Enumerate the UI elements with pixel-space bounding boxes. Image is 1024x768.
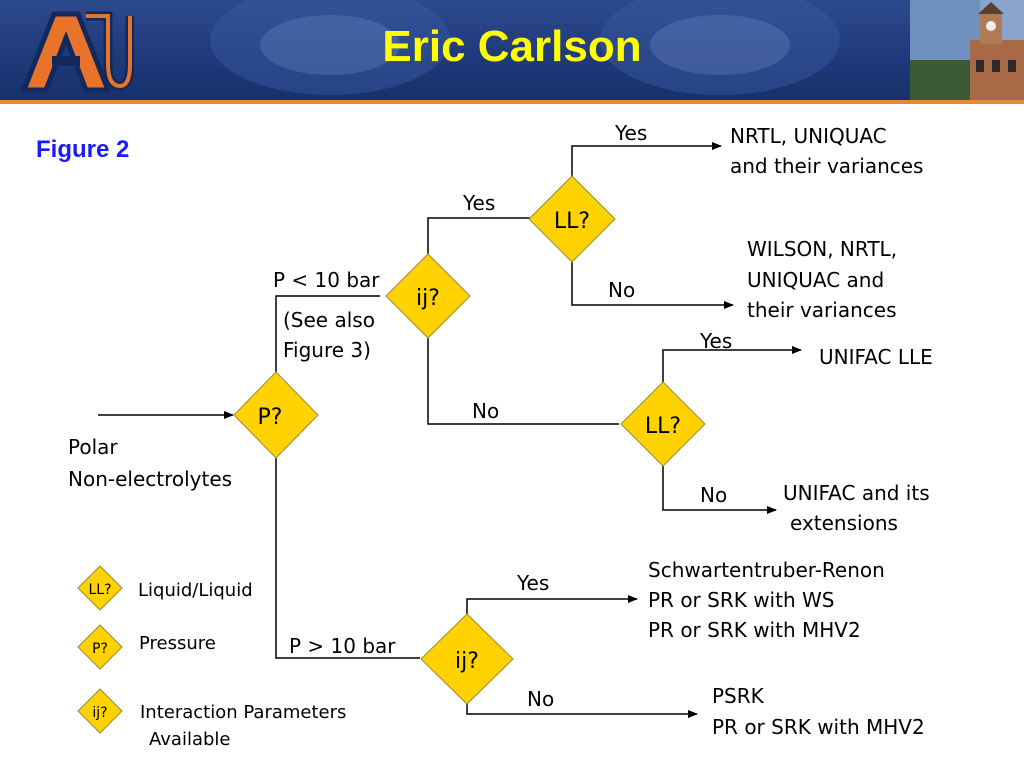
outcome-schwart-line3: PR or SRK with MHV2 — [648, 618, 861, 642]
edge-ij-top-no — [427, 338, 619, 425]
edge-label-ll-mid-no: No — [700, 483, 728, 507]
edge-label-ij-bottom-no: No — [527, 687, 555, 711]
legend-label-ll: Liquid/Liquid — [138, 580, 253, 601]
edge-ll-mid-yes — [662, 346, 802, 382]
figure-label: Figure 2 — [36, 136, 130, 163]
node-ij-top-label: ij? — [416, 286, 440, 311]
node-ij-bottom-label: ij? — [455, 649, 479, 674]
outcome-unifac-ext-line2: extensions — [790, 511, 898, 535]
legend-diamond-ij — [77, 688, 123, 734]
node-ll-mid-label: LL? — [645, 414, 681, 439]
legend-diamond-ll — [77, 565, 123, 611]
diamond-ll-top — [528, 175, 616, 263]
outcome-schwart-line2: PR or SRK with WS — [648, 588, 835, 612]
edge-p-high — [275, 458, 420, 659]
outcome-unifac-ext-line1: UNIFAC and its — [783, 481, 930, 505]
outcome-wilson-line1: WILSON, NRTL, — [747, 237, 898, 261]
header-banner: Eric Carlson — [0, 0, 1024, 103]
legend-symbol-ij: ij? — [92, 705, 107, 721]
page-title: Eric Carlson — [382, 22, 642, 71]
edge-label-ll-top-no: No — [608, 278, 636, 302]
legend-symbol-ll: LL? — [88, 582, 111, 598]
outcome-nrtl-line1: NRTL, UNIQUAC — [730, 124, 887, 148]
diamond-p — [233, 371, 319, 459]
edge-ll-mid-no — [662, 466, 777, 514]
edge-ij-bottom-yes — [466, 595, 638, 614]
edge-label-ij-top-no: No — [472, 399, 500, 423]
edge-ll-top-no — [571, 262, 734, 309]
input-label-line1: Polar — [68, 435, 118, 459]
edge-label-ij-bottom-yes: Yes — [517, 571, 550, 595]
legend-label-ij-line1: Interaction Parameters — [140, 702, 347, 723]
diamond-ll-mid — [620, 381, 706, 467]
edge-note-see-also-2: Figure 3) — [283, 338, 371, 362]
input-label-line2: Non-electrolytes — [68, 467, 233, 491]
node-p-label: P? — [258, 405, 283, 430]
edge-label-ij-top-yes: Yes — [463, 191, 496, 215]
node-ll-top-label: LL? — [554, 209, 590, 234]
diamond-ij-top — [385, 253, 471, 339]
edge-label-ll-top-yes: Yes — [615, 121, 648, 145]
edge-label-p-low: P < 10 bar — [273, 268, 380, 292]
header-divider — [0, 100, 1024, 104]
outcome-wilson-line3: their variances — [747, 298, 897, 322]
legend-label-ij-line2: Available — [149, 729, 231, 750]
edge-note-see-also-1: (See also — [283, 308, 375, 332]
edge-label-p-high: P > 10 bar — [289, 634, 396, 658]
outcome-schwart-line1: Schwartentruber-Renon — [648, 558, 885, 582]
edge-ij-bottom-no — [466, 704, 698, 718]
outcome-nrtl-line2: and their variances — [730, 154, 924, 178]
au-logo-icon — [20, 11, 134, 93]
edge-p-low — [275, 295, 380, 372]
edge-ij-top-yes — [427, 217, 530, 254]
diamond-ij-bottom — [420, 613, 514, 705]
outcome-psrk-line1: PSRK — [712, 684, 764, 708]
legend-diamond-p — [77, 624, 123, 670]
legend-symbol-p: P? — [92, 641, 108, 657]
legend-label-p: Pressure — [139, 633, 216, 654]
edge-ll-top-yes — [571, 142, 722, 176]
building-photo-icon — [910, 0, 1024, 103]
edge-label-ll-mid-yes: Yes — [700, 329, 733, 353]
outcome-psrk-line2: PR or SRK with MHV2 — [712, 715, 925, 739]
outcome-wilson-line2: UNIQUAC and — [747, 268, 885, 292]
outcome-unifac-lle: UNIFAC LLE — [819, 345, 933, 369]
header-background-art — [210, 0, 840, 95]
